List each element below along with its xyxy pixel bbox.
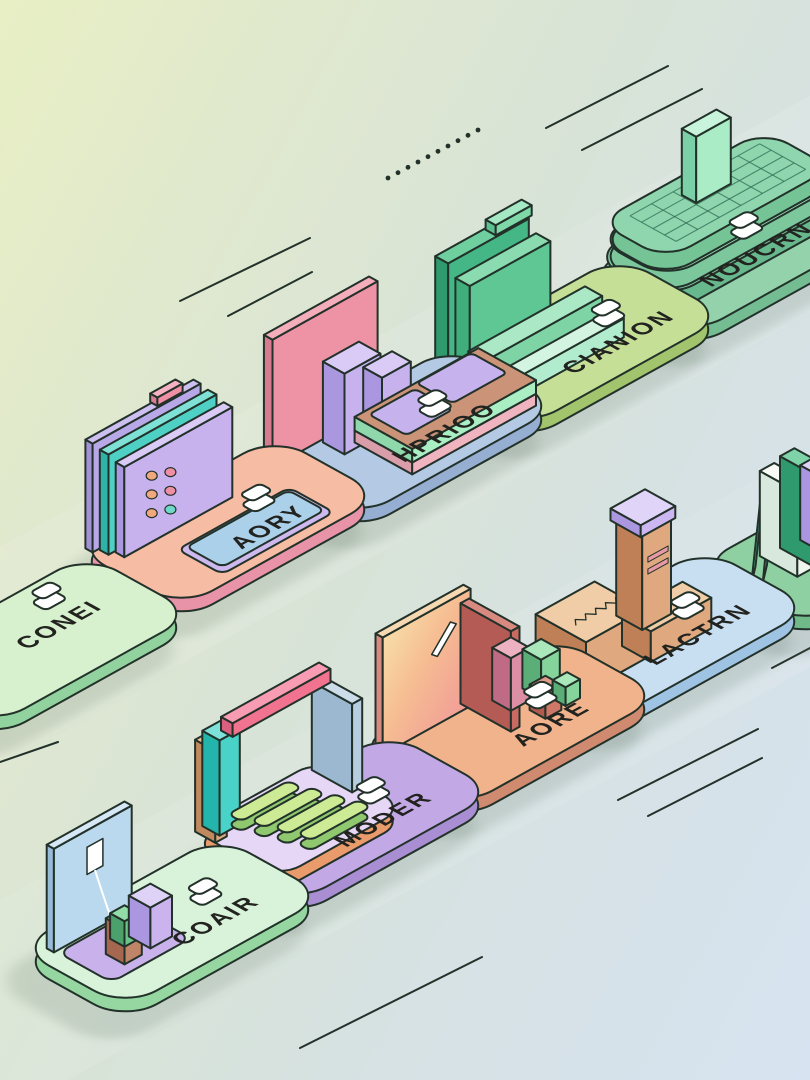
platform-cube-icon [416, 389, 453, 418]
platform-cube-icon [186, 877, 223, 906]
platform-coair: COAIR [7, 802, 327, 1039]
platform-cube-icon [240, 483, 277, 512]
platform-cube-icon [354, 776, 391, 805]
platform-cube-icon [669, 591, 706, 620]
platform-cube-icon [589, 299, 626, 328]
platform-noucrn: NOUCRN [573, 110, 810, 367]
platform-conei: CONEI [0, 554, 195, 757]
platform-cube-icon [522, 681, 559, 710]
platform-cube-icon [727, 211, 764, 240]
platform-cube-icon [30, 581, 67, 610]
platform-top [0, 554, 195, 726]
accent-lines [0, 65, 810, 1049]
